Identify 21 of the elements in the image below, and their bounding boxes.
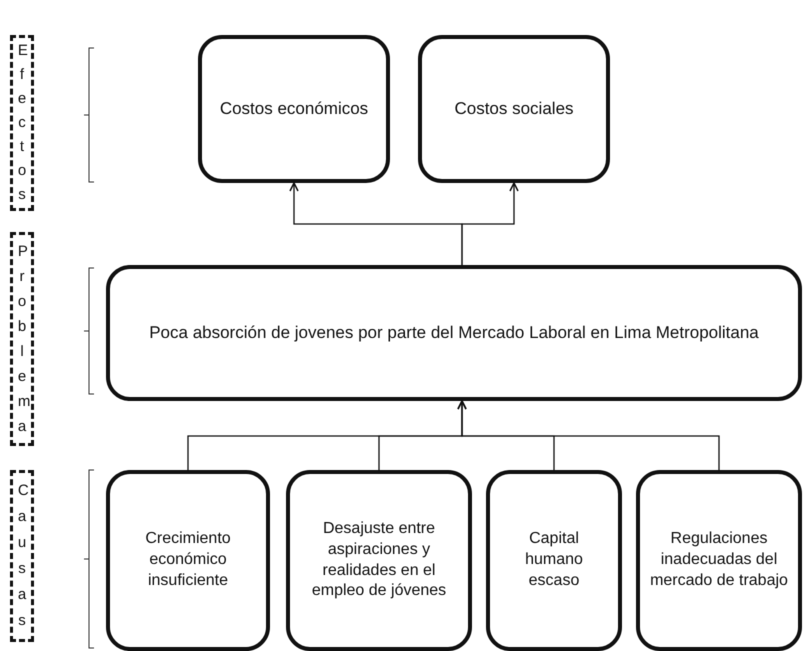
box-text: Capital humano escaso xyxy=(524,529,584,591)
connector-arrow xyxy=(461,182,519,265)
box-text: Crecimiento económico insuficiente xyxy=(144,529,232,591)
rounded-box xyxy=(486,470,622,651)
rounded-box xyxy=(418,35,610,183)
section-label-box xyxy=(10,35,34,211)
section-label: Efectos xyxy=(18,41,26,205)
section-label: Causas xyxy=(18,481,26,631)
box-text: Costos sociales xyxy=(454,98,574,120)
box-text: Desajuste entre aspiraciones y realidades en el empleo de jóvenes xyxy=(310,518,448,602)
section-label-box xyxy=(10,232,34,446)
box-text: Costos económicos xyxy=(220,98,368,120)
rounded-box xyxy=(636,470,802,651)
rounded-box xyxy=(198,35,390,183)
rounded-box xyxy=(106,470,270,651)
rounded-box xyxy=(286,470,472,651)
connector-arrow xyxy=(457,400,720,470)
box-text: Poca absorción de jovenes por parte del Mercado Laboral en Lima Metropolitana xyxy=(149,322,759,344)
rounded-box xyxy=(106,265,802,401)
box-text: Regulaciones inadecuadas del mercado de trabajo xyxy=(650,529,788,591)
section-label-box xyxy=(10,470,34,642)
